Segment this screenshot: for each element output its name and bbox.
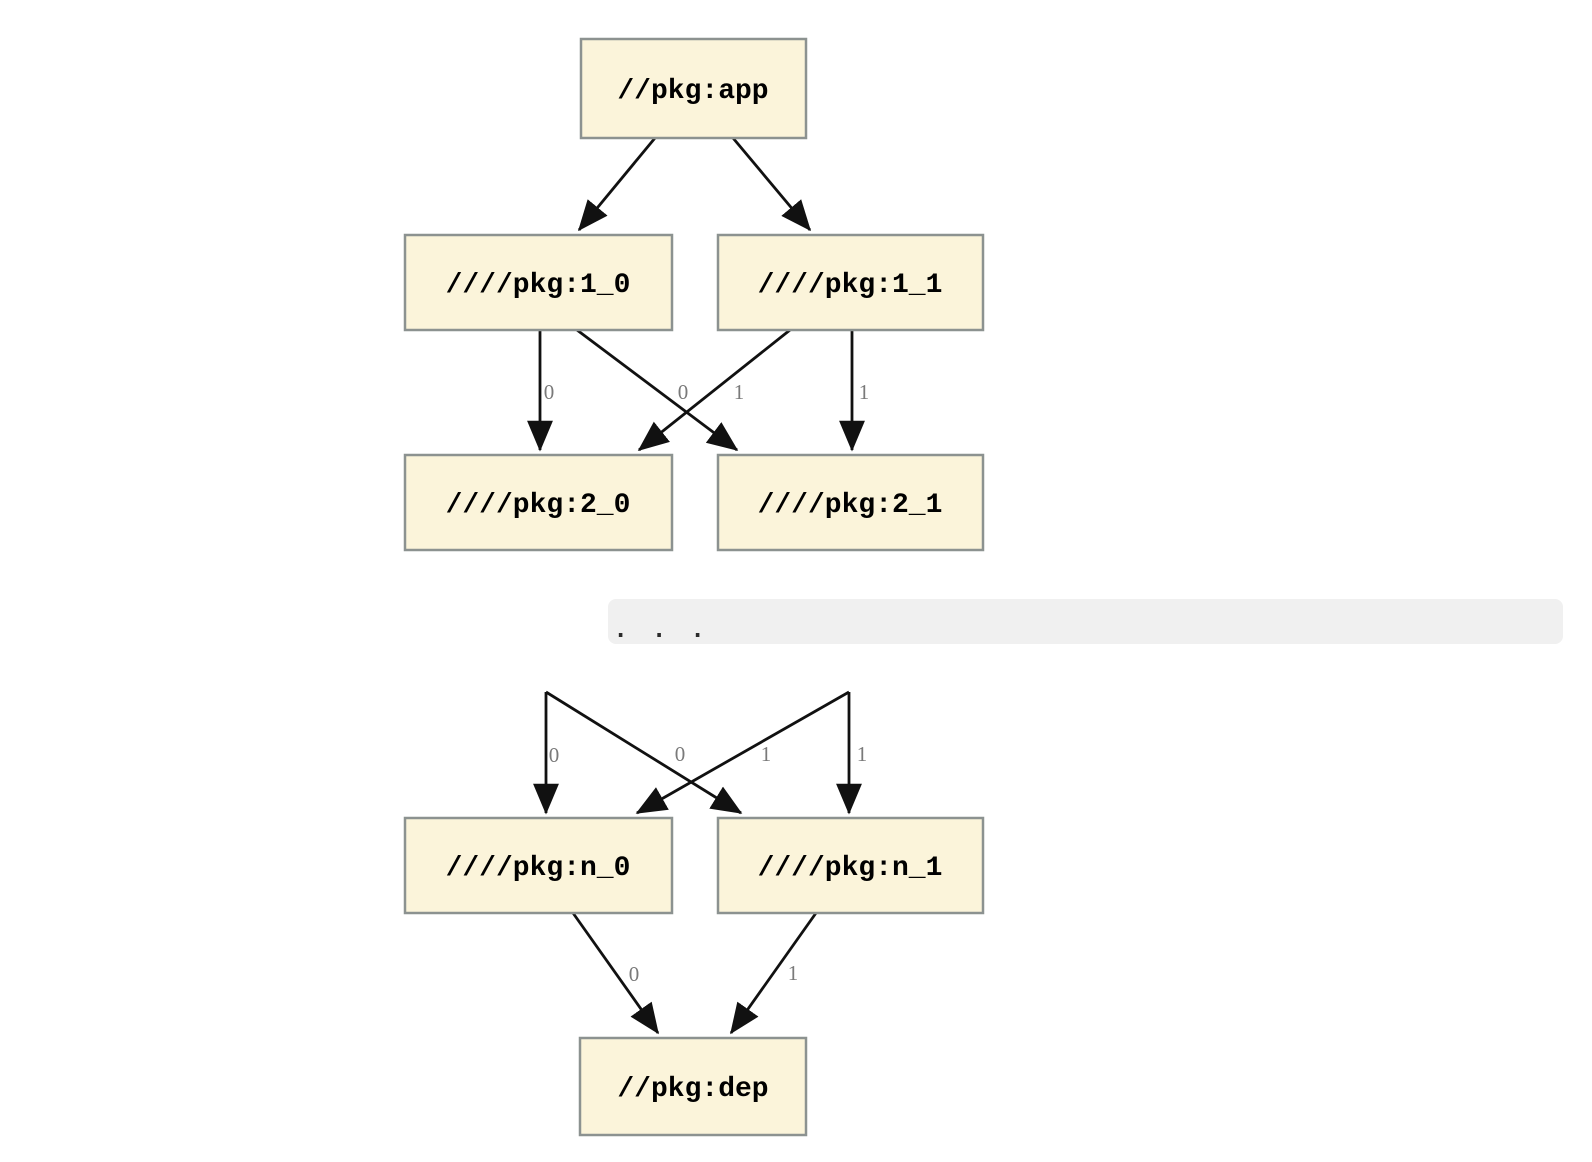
edge-label-elided-to-n_0-left: 0 <box>549 743 560 767</box>
node-box <box>579 37 808 140</box>
nodes-layer: //pkg:app ////pkg:1_0 ////pkg:1_1 ////pk… <box>403 37 985 1137</box>
edge-1_0-to-2_1 <box>576 328 739 452</box>
edge-1_1-to-2_0 <box>637 328 791 452</box>
node-label: ////pkg:n_0 <box>446 853 631 884</box>
edge-label-elided-to-n_1-left: 1 <box>761 742 772 766</box>
node-label: //pkg:app <box>617 76 768 107</box>
edge-label-1_1-to-2_1: 1 <box>859 380 870 404</box>
node-box <box>716 233 985 332</box>
ellipsis-dots: . . . <box>614 618 710 643</box>
node-label: ////pkg:2_0 <box>446 490 631 521</box>
edge-label-1_1-to-2_0: 0 <box>678 380 689 404</box>
node-label: ////pkg:1_0 <box>446 270 631 301</box>
node-box <box>578 1036 808 1137</box>
node-pkg-1_1: ////pkg:1_1 <box>716 233 985 332</box>
node-box <box>403 453 674 552</box>
node-label: ////pkg:1_1 <box>758 270 943 301</box>
edge-app-to-1_1 <box>731 137 812 232</box>
edge-elided-to-n_0-right <box>635 690 850 815</box>
node-pkg-dep: //pkg:dep <box>578 1036 808 1137</box>
ellipsis-band: . . . <box>608 599 1563 644</box>
node-pkg-2_0: ////pkg:2_0 <box>403 453 674 552</box>
node-pkg-1_0: ////pkg:1_0 <box>403 233 674 332</box>
node-box <box>716 816 985 915</box>
edge-label-elided-to-n_0-right: 0 <box>675 742 686 766</box>
edge-labels-layer: 0 1 0 1 0 1 0 1 0 1 <box>544 380 870 986</box>
node-box <box>716 453 985 552</box>
edge-label-1_0-to-2_1: 1 <box>734 380 745 404</box>
node-pkg-2_1: ////pkg:2_1 <box>716 453 985 552</box>
node-pkg-app: //pkg:app <box>579 37 808 140</box>
edge-n_1-to-dep <box>729 912 818 1035</box>
edge-elided-to-n_1-left <box>545 690 743 815</box>
node-label: //pkg:dep <box>617 1074 768 1105</box>
node-pkg-n_1: ////pkg:n_1 <box>716 816 985 915</box>
node-box <box>403 816 674 915</box>
node-pkg-n_0: ////pkg:n_0 <box>403 816 674 915</box>
edge-app-to-1_0 <box>577 137 657 232</box>
edges-layer <box>527 137 865 1035</box>
edge-n_0-to-dep <box>571 912 660 1035</box>
edge-label-elided-to-n_1-right: 1 <box>857 742 868 766</box>
node-box <box>403 233 674 332</box>
node-label: ////pkg:n_1 <box>758 853 943 884</box>
edge-label-n_1-to-dep: 1 <box>788 961 799 985</box>
ellipsis-band-bg <box>608 599 1563 644</box>
edge-label-1_0-to-2_0: 0 <box>544 380 555 404</box>
node-label: ////pkg:2_1 <box>758 490 943 521</box>
edge-label-n_0-to-dep: 0 <box>629 962 640 986</box>
